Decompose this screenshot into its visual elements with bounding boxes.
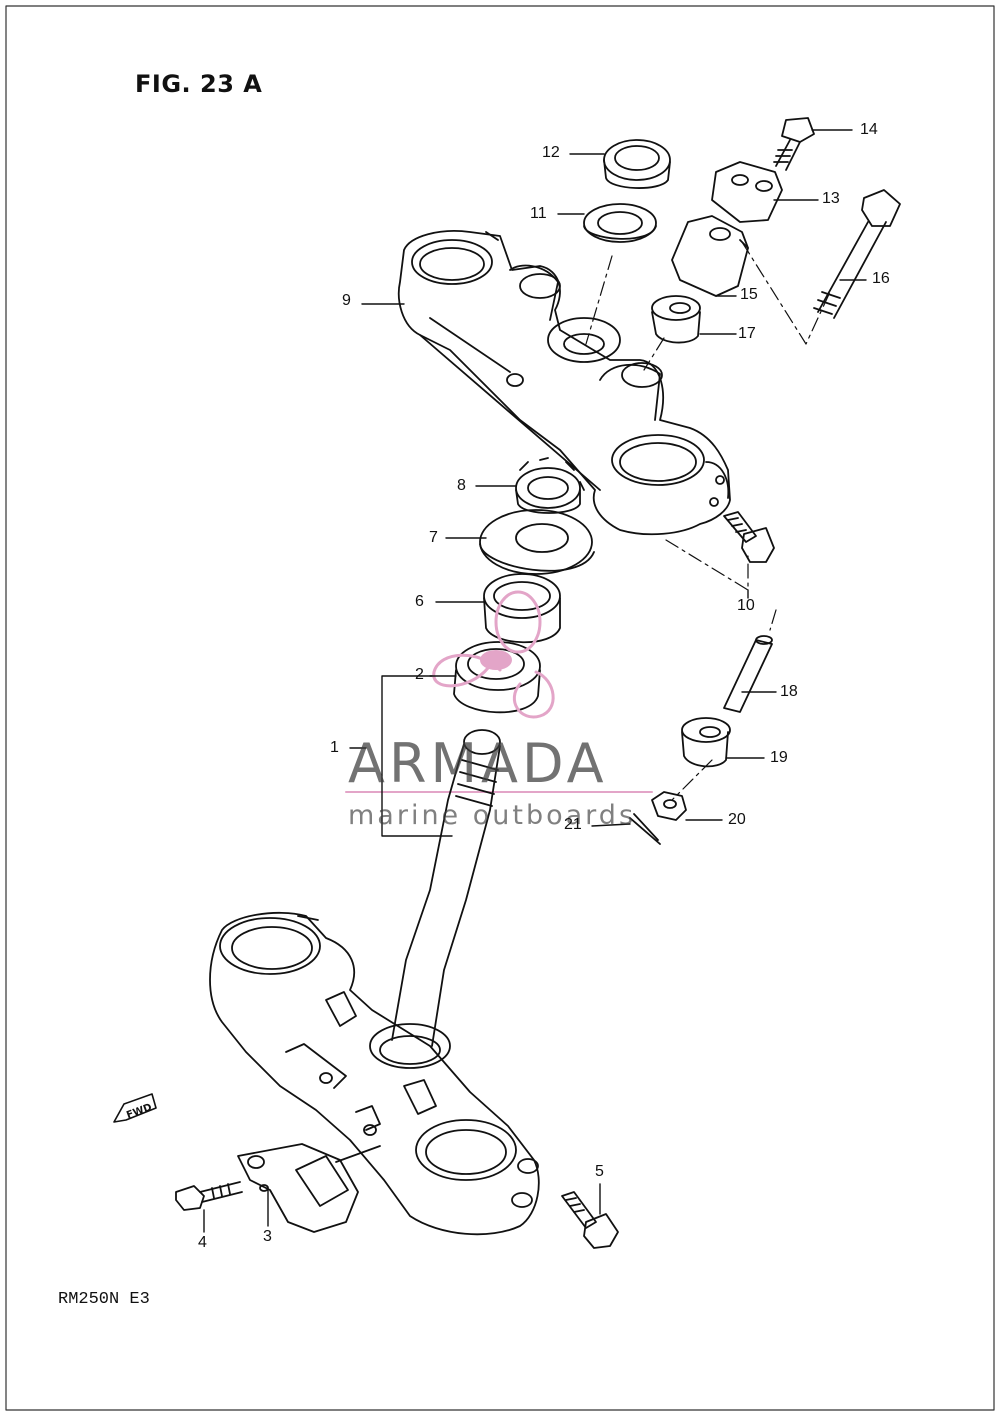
callout-15: 15 [740,286,758,303]
callout-20: 20 [728,811,746,828]
holder-part [671,215,749,297]
callout-19: 19 [770,749,788,766]
callout-18: 18 [780,683,798,700]
nut-part [651,791,687,821]
cable-guide-part [237,1143,381,1233]
callout-9: 9 [342,292,351,309]
bolt-4-part [175,1181,243,1211]
callout-13: 13 [822,190,840,207]
steering-stem-part [369,729,501,1069]
fwd-arrow-badge [113,1093,157,1123]
callout-2: 2 [415,666,424,683]
cushion-19-part [681,717,731,768]
washer-part [583,203,657,243]
callout-5: 5 [595,1163,604,1180]
callout-leader-lines [203,129,867,1233]
cushion-17-part [651,295,701,344]
bolt-14-part [773,117,815,171]
callout-6: 6 [415,593,424,610]
bolt-10-part [723,511,775,563]
callout-14: 14 [860,121,878,138]
callout-4: 4 [198,1234,207,1251]
callout-21: 21 [564,816,582,833]
model-label: RM250N E3 [58,1290,150,1309]
figure-title: FIG. 23 A [135,70,263,98]
seal-part [603,139,671,189]
bearing-race-part [453,641,541,714]
dust-seal-part [479,509,595,575]
callout-16: 16 [872,270,890,287]
callout-1: 1 [330,739,339,756]
callout-12: 12 [542,144,560,161]
page-border [5,5,995,1411]
cotter-pin-part [629,813,661,845]
lower-bracket-part [209,911,540,1236]
bolt-5-part [561,1191,619,1249]
bearing-part [483,573,561,644]
stem-nut-part [515,457,585,514]
callout-3: 3 [263,1228,272,1245]
bolt-16-part [813,189,901,319]
watermark-logo [345,590,653,793]
collar-part [723,635,773,713]
callout-11: 11 [530,205,547,222]
handlebar-clamp-part [711,161,783,223]
watermark-tagline: marine outboards [348,800,637,831]
upper-bracket-part [397,230,731,536]
callout-10: 10 [737,597,755,614]
callout-7: 7 [429,529,438,546]
watermark-brand: ARMADA [348,732,608,795]
callout-17: 17 [738,325,756,342]
callout-8: 8 [457,477,466,494]
fwd-label: FWD [125,1102,153,1121]
